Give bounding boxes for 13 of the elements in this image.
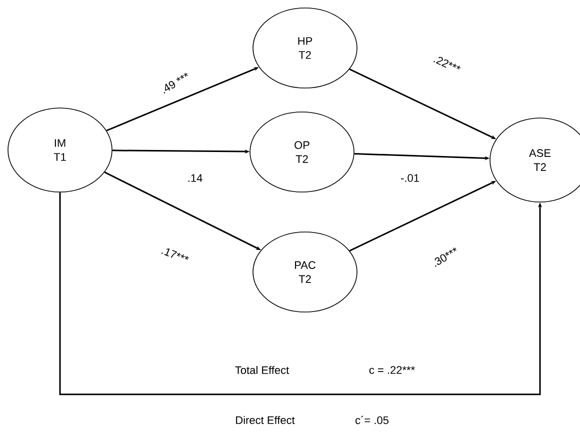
effect-label: c´= .05 <box>356 416 388 424</box>
edge-label: .14 <box>188 174 202 182</box>
ellipse-node: IM T1 <box>8 108 112 192</box>
ellipse-node: OP T2 <box>250 112 354 192</box>
effect-label: c = .22*** <box>369 366 415 374</box>
effect-label: Total Effect <box>235 366 290 374</box>
edge-label: .49 *** <box>164 72 188 94</box>
edge-label: -.01 <box>401 174 419 182</box>
effect-label: Direct Effect <box>236 416 295 424</box>
edge-label: .22*** <box>434 56 460 70</box>
edge-label: .17*** <box>161 248 189 260</box>
ellipse-node: HP T2 <box>252 8 358 88</box>
ellipse-node: PAC T2 <box>252 232 358 312</box>
